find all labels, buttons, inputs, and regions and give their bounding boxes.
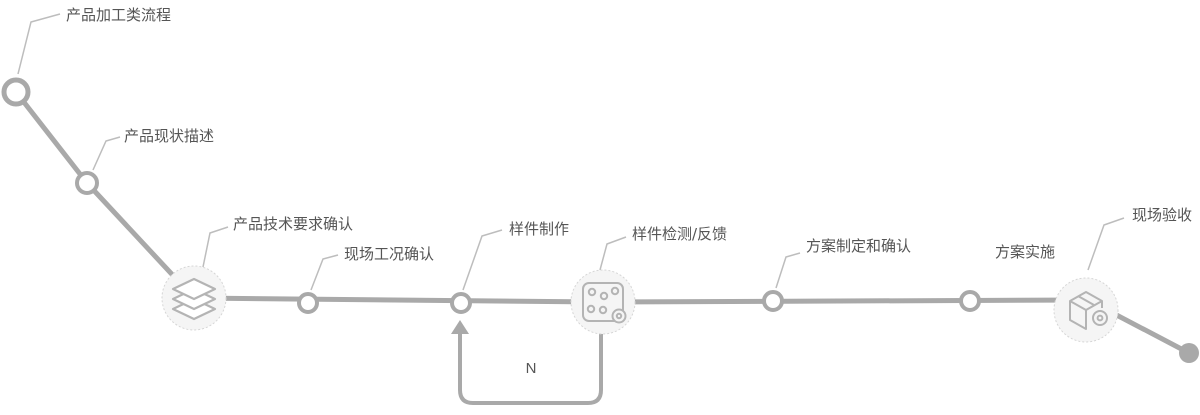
badge-s3 <box>161 265 227 331</box>
leader-line-s3 <box>202 226 229 268</box>
layers-icon <box>171 277 217 321</box>
node-s8 <box>959 290 981 312</box>
node-s2 <box>75 171 99 195</box>
node-s5 <box>450 292 472 314</box>
label-s7: 方案制定和确认 <box>806 237 911 255</box>
label-s5: 样件制作 <box>509 220 569 238</box>
sample-inspection-icon <box>582 282 627 324</box>
leader-line-s9 <box>1087 217 1125 271</box>
leader-line-s2 <box>92 136 121 171</box>
feedback-loop-path <box>458 330 603 405</box>
end-dot <box>1179 343 1199 363</box>
label-s1: 产品加工类流程 <box>66 6 171 24</box>
label-s2: 产品现状描述 <box>124 127 214 145</box>
node-s7 <box>762 290 784 312</box>
leader-lines <box>17 13 1125 291</box>
label-s6: 样件检测/反馈 <box>632 225 727 243</box>
flow-nodes <box>1 77 1199 363</box>
leader-line-s4 <box>310 254 339 291</box>
label-s3: 产品技术要求确认 <box>233 215 353 233</box>
feedback-arrowhead <box>451 320 469 334</box>
label-s8: 方案实施 <box>995 243 1055 261</box>
node-s4 <box>297 292 319 314</box>
leader-line-s1 <box>17 13 61 75</box>
leader-line-s5 <box>462 229 503 291</box>
badge-s6 <box>570 269 636 335</box>
node-s1 <box>1 77 31 107</box>
loop-label: N <box>526 360 537 377</box>
label-s9: 现场验收 <box>1132 206 1192 224</box>
badge-s9 <box>1053 277 1119 343</box>
leader-line-s7 <box>775 252 801 289</box>
leader-line-s6 <box>599 236 627 271</box>
step-labels: 产品加工类流程 产品现状描述 产品技术要求确认 现场工况确认 样件制作 样件检测… <box>66 6 1192 377</box>
label-s4: 现场工况确认 <box>344 245 434 263</box>
feedback-loop <box>451 320 603 405</box>
box-gear-icon <box>1069 291 1108 330</box>
